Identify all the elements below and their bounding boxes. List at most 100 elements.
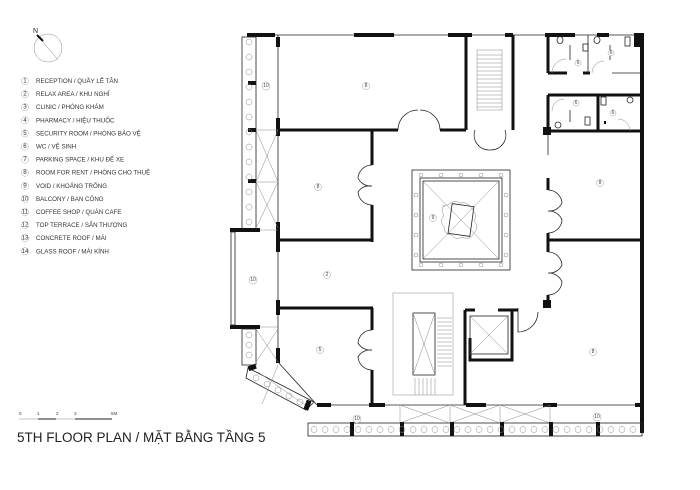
- void-planter: [503, 232, 509, 238]
- planter-pot: [332, 426, 340, 433]
- planter-pot: [245, 218, 253, 226]
- planter-pot: [618, 426, 626, 433]
- planter-pot: [464, 426, 472, 433]
- planter-pot: [574, 426, 582, 433]
- room-tag-5: 5: [316, 346, 324, 354]
- planter-pot: [497, 426, 505, 433]
- void-planter: [413, 192, 419, 198]
- legend-number: 5: [23, 130, 27, 137]
- void-planter: [418, 172, 424, 178]
- planter-pot: [596, 426, 604, 433]
- void-planter: [503, 192, 509, 198]
- svg-text:8: 8: [592, 349, 595, 355]
- legend-label: CLINIC / PHÒNG KHÁM: [36, 104, 104, 111]
- scale-tick: 2: [56, 411, 59, 416]
- planter-pot: [245, 68, 253, 76]
- scale-tick: 3: [74, 411, 77, 416]
- legend-label: PARKING SPACE / KHU ĐỂ XE: [36, 157, 124, 164]
- room-tag-2: 2: [323, 271, 331, 279]
- planter-pot: [285, 392, 293, 400]
- legend-label: GLASS ROOF / MÁI KÍNH: [36, 248, 109, 255]
- planter-pot: [541, 426, 549, 433]
- legend-number: 4: [23, 117, 27, 124]
- plan-walls: [230, 33, 644, 437]
- svg-text:8: 8: [599, 180, 602, 186]
- north-label: N: [33, 28, 38, 35]
- planter-pot: [245, 188, 253, 196]
- svg-text:6: 6: [610, 50, 613, 56]
- void-planter: [478, 172, 484, 178]
- room-tag-8: 8: [314, 183, 322, 191]
- legend-number: 1: [23, 78, 27, 85]
- svg-text:10: 10: [250, 277, 256, 283]
- planter-pot: [508, 426, 516, 433]
- room-tag-9: 9: [429, 214, 437, 222]
- legend-number: 13: [22, 235, 29, 242]
- svg-text:6: 6: [575, 100, 578, 106]
- planter-pot: [252, 374, 260, 382]
- legend-item: 10 BALCONY / BAN CÔNG: [21, 195, 104, 203]
- void-planter: [413, 252, 419, 258]
- room-tag-6: 6: [607, 49, 615, 57]
- room-tag-8: 8: [596, 179, 604, 187]
- planter-pot: [245, 331, 253, 339]
- room-tag-10: 10: [592, 412, 602, 422]
- legend-label: TOP TERRACE / SÂN THƯỢNG: [36, 222, 127, 229]
- void-planter: [478, 262, 484, 268]
- planter-pot: [296, 398, 304, 406]
- legend-label: WC / VỆ SINH: [36, 143, 76, 151]
- room-tag-10: 10: [352, 414, 362, 424]
- planter-pot: [552, 426, 560, 433]
- room-tag-10: 10: [261, 81, 271, 91]
- legend-label: SECURITY ROOM / PHÒNG BẢO VỆ: [36, 129, 141, 137]
- void-planter: [503, 252, 509, 258]
- planter-pot: [629, 426, 637, 433]
- planter-pot: [486, 426, 494, 433]
- void-planter: [498, 262, 504, 268]
- planter-pot: [530, 426, 538, 433]
- svg-text:6: 6: [577, 60, 580, 66]
- room-tag-8: 8: [362, 82, 370, 90]
- svg-text:2: 2: [326, 272, 329, 278]
- planter-pot: [343, 426, 351, 433]
- legend-label: ROOM FOR RENT / PHÒNG CHO THUÊ: [36, 169, 150, 177]
- planter-pot: [245, 203, 253, 211]
- planter-pot: [354, 426, 362, 433]
- legend-label: BALCONY / BAN CÔNG: [36, 196, 104, 203]
- planter-pot: [245, 341, 253, 349]
- legend-number: 9: [23, 182, 27, 189]
- void-planter: [413, 232, 419, 238]
- planter-pot: [563, 426, 571, 433]
- void-planter: [503, 212, 509, 218]
- room-tag-6: 6: [572, 99, 580, 107]
- planter-pot: [607, 426, 615, 433]
- planter-pot: [442, 426, 450, 433]
- void-planter: [498, 172, 504, 178]
- scale-bar: 0 1 2 3 5M: [19, 411, 118, 420]
- planter-pot: [245, 158, 253, 166]
- planter-pot: [263, 380, 271, 388]
- legend-label: COFFEE SHOP / QUÁN CAFE: [36, 209, 122, 216]
- void-planter: [458, 172, 464, 178]
- legend-number: 12: [22, 222, 29, 229]
- room-tag-6: 6: [609, 109, 617, 117]
- planter-pot: [245, 83, 253, 91]
- planter-pot: [431, 426, 439, 433]
- svg-text:9: 9: [432, 215, 435, 221]
- legend-number: 10: [22, 195, 29, 202]
- planter-pot: [274, 386, 282, 394]
- planter-pot: [376, 426, 384, 433]
- scale-tick: 1: [37, 411, 40, 416]
- room-tag-8: 8: [589, 348, 597, 356]
- svg-text:8: 8: [317, 184, 320, 190]
- planter-pot: [245, 98, 253, 106]
